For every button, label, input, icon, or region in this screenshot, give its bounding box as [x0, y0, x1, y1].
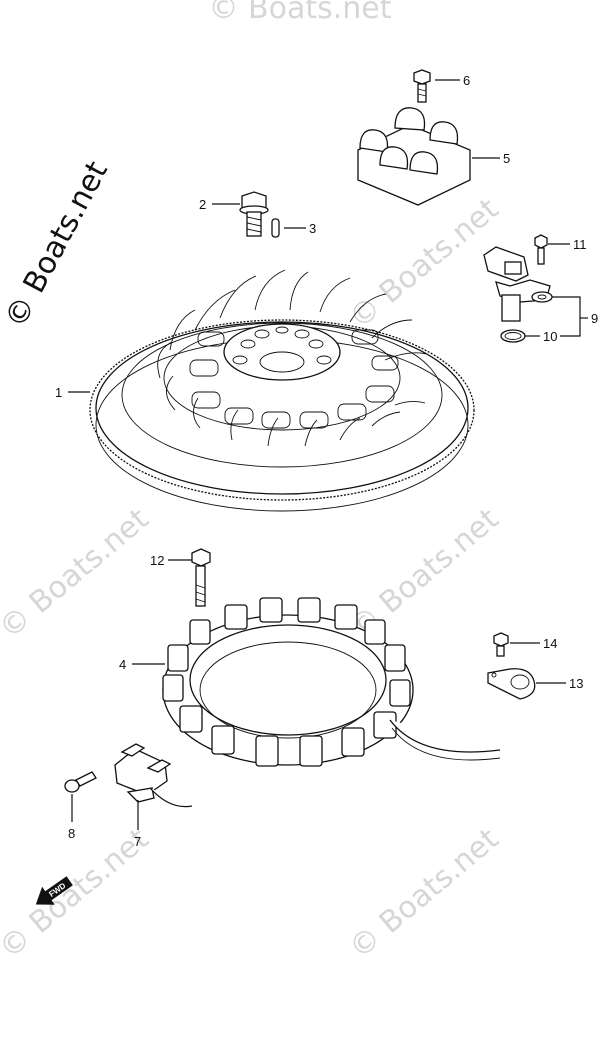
- callout-10: 10: [543, 329, 557, 344]
- part-3-pin: [271, 218, 280, 238]
- callout-labels: 1 2 3 4 5 6 7 8 9 10 11 12 13 14: [55, 73, 598, 849]
- part-11-bolt: [534, 234, 548, 265]
- part-7-pulser-coil: [114, 743, 193, 808]
- part-8-screw: [64, 771, 97, 793]
- part-4-stator: [162, 597, 501, 767]
- watermark-top-center: © Boats.net: [208, 0, 391, 26]
- watermark-right-upper: © Boats.net: [343, 192, 506, 337]
- callout-14: 14: [543, 636, 557, 651]
- watermark-right-lower: © Boats.net: [343, 822, 506, 967]
- watermark-left-middle: © Boats.net: [0, 502, 156, 647]
- callout-9: 9: [591, 311, 598, 326]
- callout-12: 12: [150, 553, 164, 568]
- callout-2: 2: [199, 197, 206, 212]
- callout-6: 6: [463, 73, 470, 88]
- watermark-left-lower: © Boats.net: [0, 822, 156, 967]
- part-6-bolt: [413, 69, 431, 103]
- callout-3: 3: [309, 221, 316, 236]
- watermark-primary: © Boats.net: [0, 156, 115, 334]
- callout-13: 13: [569, 676, 583, 691]
- part-13-clamp: [487, 668, 536, 700]
- part-12-bolt: [191, 548, 211, 607]
- callout-1: 1: [55, 385, 62, 400]
- leader-lines: [68, 79, 588, 830]
- callout-11: 11: [573, 237, 587, 252]
- part-1-flywheel: [89, 269, 475, 512]
- callout-8: 8: [68, 826, 75, 841]
- callout-7: 7: [134, 834, 141, 849]
- part-10-o-ring: [500, 329, 526, 343]
- part-2-bolt: [239, 191, 269, 237]
- callout-5: 5: [503, 151, 510, 166]
- callout-4: 4: [119, 657, 126, 672]
- part-5-bracket: [357, 107, 471, 206]
- part-9-sensor: [483, 246, 553, 322]
- part-14-bolt: [493, 632, 509, 657]
